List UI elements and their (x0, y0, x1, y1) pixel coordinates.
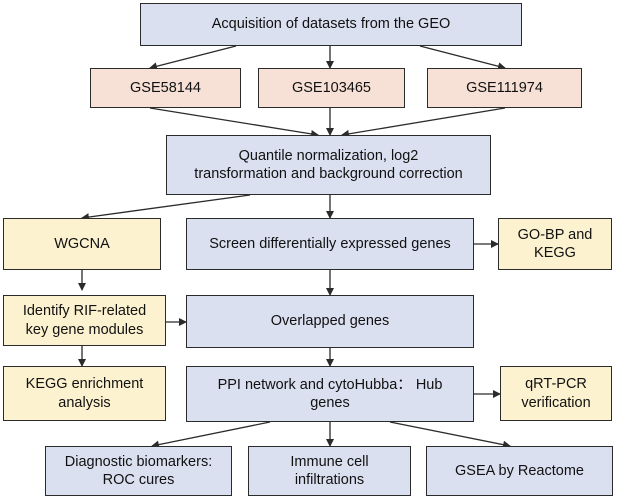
screen-deg-label: Screen differentially expressed genes (209, 235, 451, 252)
arrow-gse1-norm (149, 107, 319, 138)
key-gene-modules-box: Identify RIF-related key gene modules (3, 295, 166, 346)
screen-deg-box: Screen differentially expressed genes (186, 218, 474, 270)
arrow-gse3-norm (341, 107, 506, 138)
qrt-pcr-label: qRT-PCR verification (521, 376, 591, 411)
overlapped-genes-label: Overlapped genes (270, 313, 390, 330)
immune-cell-box: Immune cell infiltrations (248, 446, 411, 496)
dataset-box-gse58144: GSE58144 (90, 68, 241, 108)
go-bp-kegg-label: GO-BP and KEGG (517, 226, 593, 261)
overlapped-genes-box: Overlapped genes (186, 295, 474, 348)
wgcna-label: WGCNA (54, 235, 110, 252)
dataset-label-gse58144: GSE58144 (130, 79, 201, 96)
diagnostic-biomarkers-box: Diagnostic biomarkers: ROC cures (45, 446, 232, 496)
normalization-box: Quantile normalization, log2 transformat… (166, 135, 491, 195)
dataset-label-gse103465: GSE103465 (291, 79, 371, 96)
geo-acquisition-box: Acquisition of datasets from the GEO (140, 3, 522, 46)
gsea-reactome-label: GSEA by Reactome (455, 462, 584, 479)
kegg-enrichment-label: KEGG enrichment analysis (25, 376, 144, 411)
dataset-label-gse111974: GSE111974 (466, 79, 543, 96)
geo-acquisition-label: Acquisition of datasets from the GEO (211, 16, 451, 33)
arrow-norm-wgcna (81, 194, 251, 222)
gsea-reactome-box: GSEA by Reactome (426, 446, 613, 496)
kegg-enrichment-box: KEGG enrichment analysis (3, 366, 166, 421)
go-bp-kegg-box: GO-BP and KEGG (498, 218, 612, 270)
dataset-box-gse103465: GSE103465 (258, 68, 405, 108)
qrt-pcr-box: qRT-PCR verification (500, 366, 612, 421)
wgcna-box: WGCNA (3, 218, 161, 270)
arrow-geo-gse1 (149, 45, 237, 71)
arrow-ppi-diag (151, 421, 271, 449)
ppi-network-box: PPI network and cytoHubba： Hub genes (186, 366, 474, 422)
ppi-network-label: PPI network and cytoHubba： Hub genes (217, 376, 443, 411)
dataset-box-gse111974: GSE111974 (427, 68, 582, 108)
arrow-ppi-gsea (389, 421, 511, 449)
diagnostic-biomarkers-label: Diagnostic biomarkers: ROC cures (64, 453, 213, 488)
immune-cell-label: Immune cell infiltrations (290, 453, 369, 488)
arrow-geo-gse3 (419, 45, 506, 71)
key-gene-modules-label: Identify RIF-related key gene modules (22, 303, 147, 338)
normalization-label: Quantile normalization, log2 transformat… (194, 147, 463, 182)
